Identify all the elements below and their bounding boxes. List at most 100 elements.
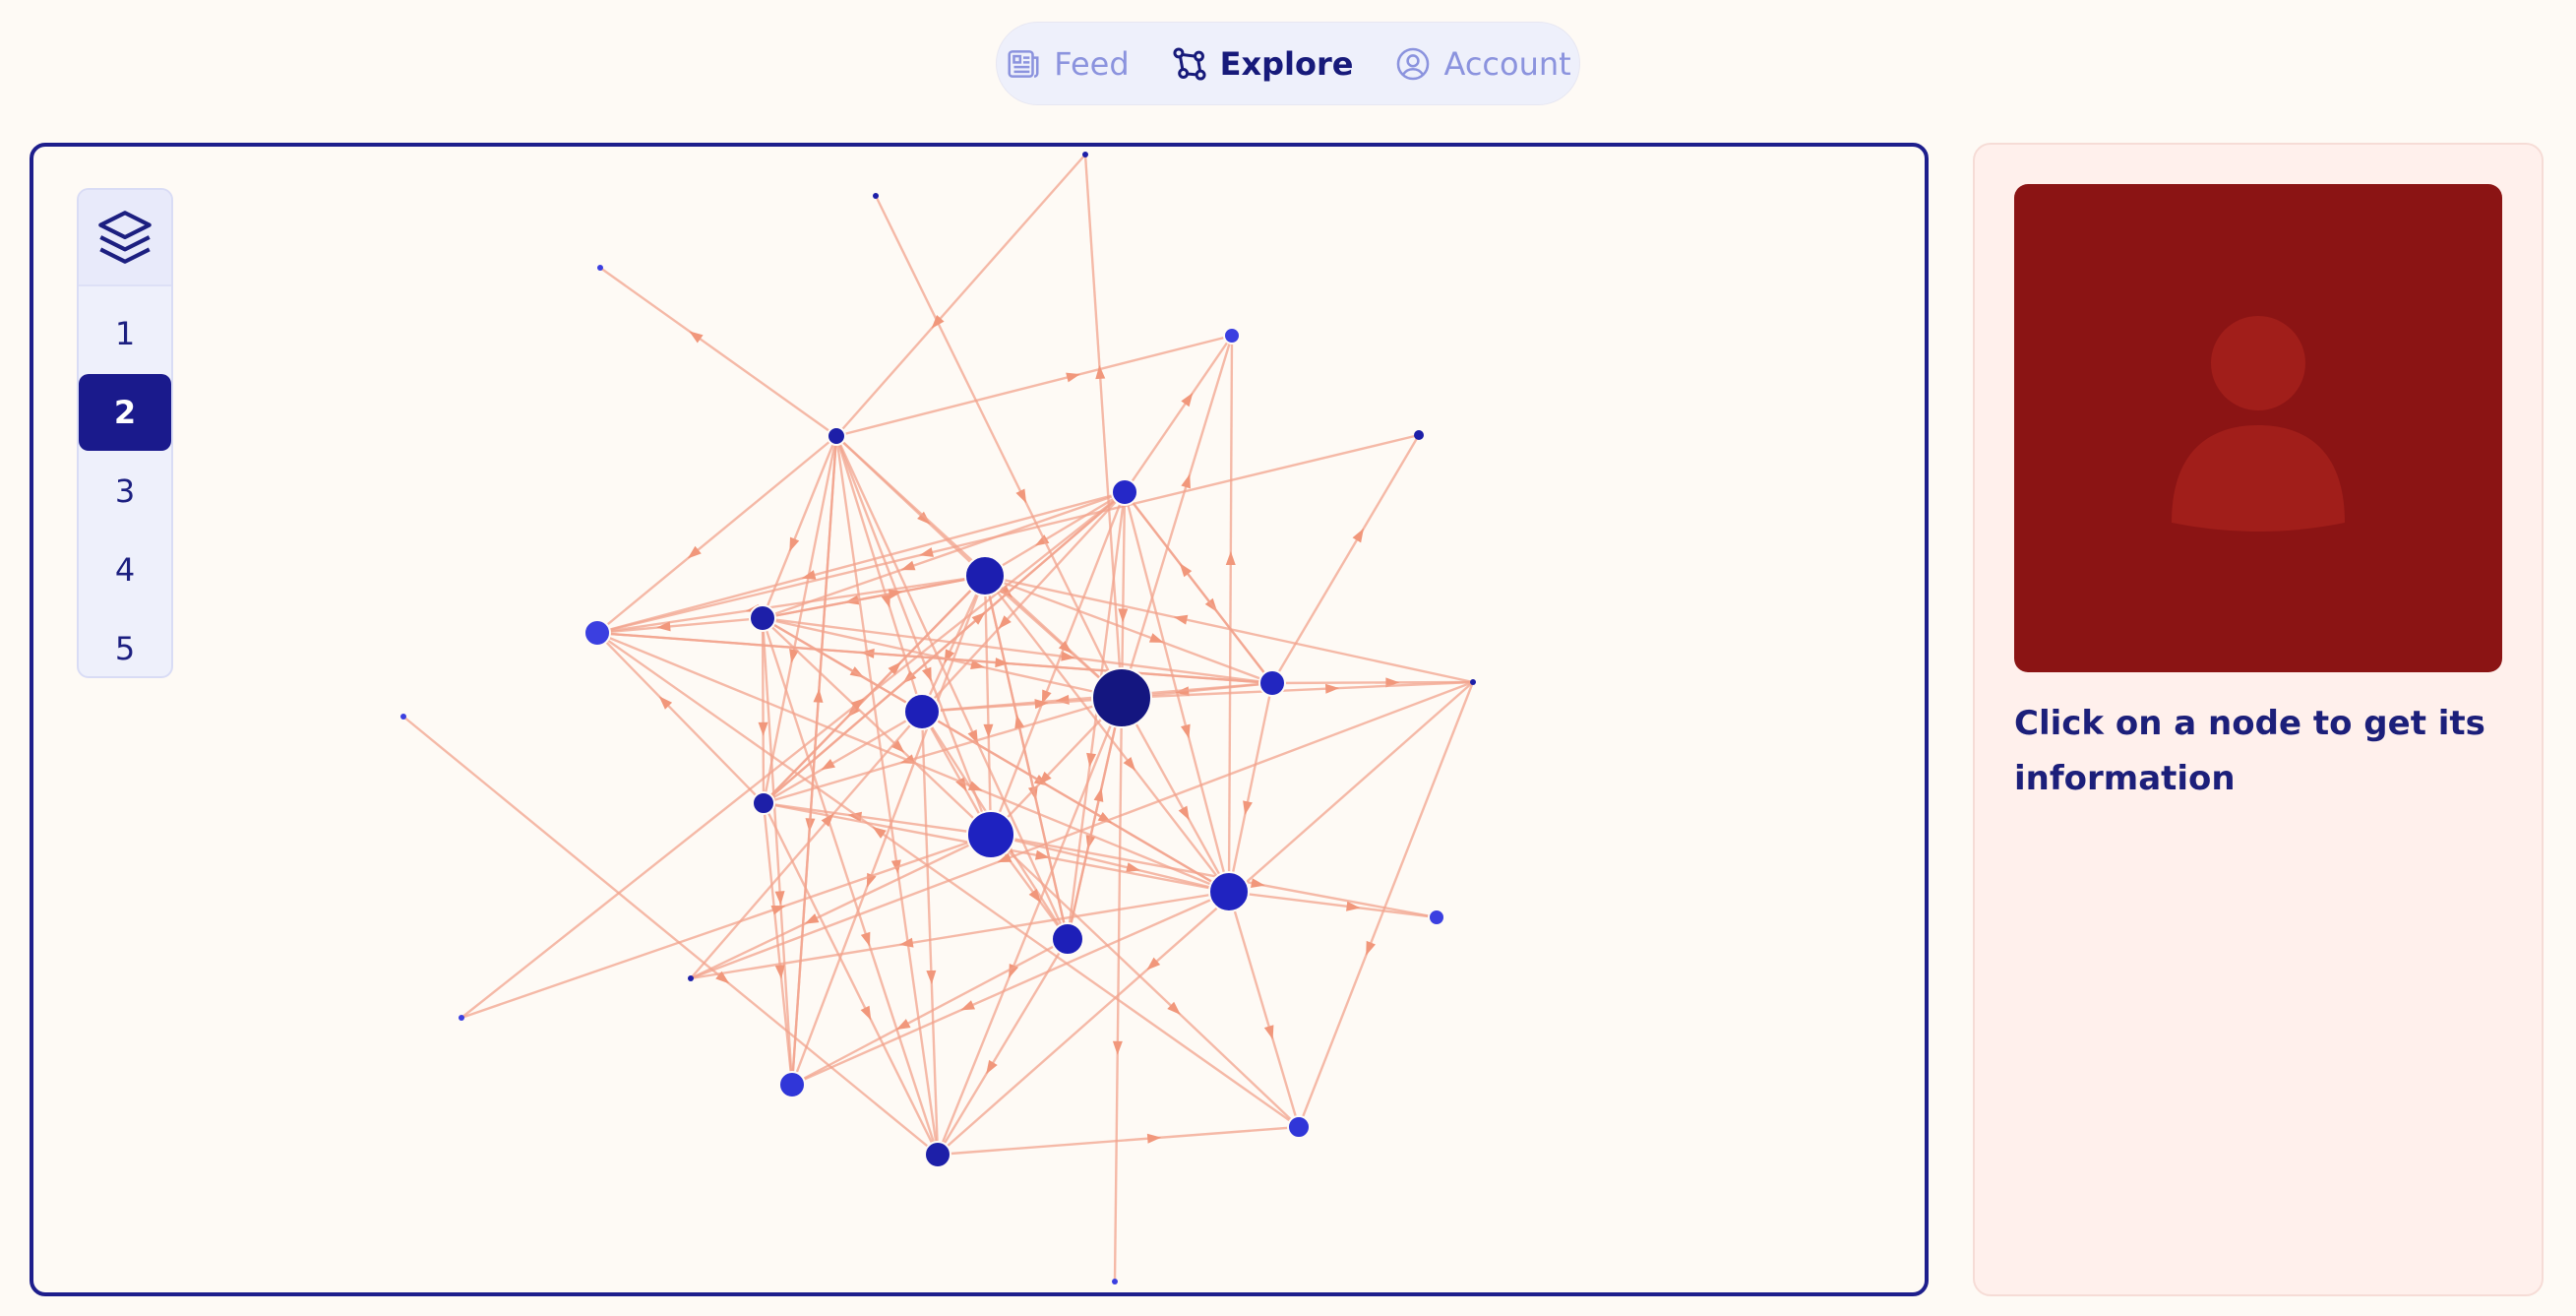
layer-button-3[interactable]: 3	[114, 472, 136, 510]
graph-edge	[790, 435, 838, 1086]
graph-edge	[690, 833, 992, 980]
edge-arrow	[758, 721, 768, 736]
edge-arrow	[1346, 901, 1361, 911]
edge-arrow	[1167, 1001, 1181, 1016]
graph-node[interactable]	[583, 619, 611, 647]
edge-arrow	[770, 905, 786, 915]
graph-edge	[990, 833, 1438, 919]
graph-node[interactable]	[597, 265, 603, 271]
edge-arrow	[1014, 714, 1025, 729]
edge-arrow	[1243, 800, 1253, 816]
graph-node[interactable]	[873, 193, 879, 199]
edge-arrow	[967, 781, 983, 791]
layer-button-4[interactable]: 4	[114, 551, 136, 589]
graph-edge	[1113, 697, 1124, 1283]
graph-edge	[761, 435, 838, 619]
graph-node[interactable]	[778, 1071, 806, 1098]
graph-edge	[1271, 680, 1474, 685]
edge-arrow	[1086, 752, 1097, 768]
graph-node[interactable]	[1111, 478, 1138, 506]
nav-explore-label: Explore	[1219, 44, 1354, 83]
edge-arrow	[917, 511, 931, 525]
graph-edge	[762, 435, 838, 804]
graph-node[interactable]	[924, 1141, 951, 1168]
graph-node[interactable]	[1428, 909, 1445, 926]
edge-arrow	[789, 536, 800, 552]
graph-node[interactable]	[966, 810, 1015, 859]
graph-edge	[984, 574, 1474, 684]
graph-node[interactable]	[1208, 871, 1250, 912]
graph-edge	[1066, 697, 1124, 940]
graph-edge	[460, 491, 1126, 1019]
graph-node[interactable]	[1287, 1115, 1311, 1139]
graph-edge	[596, 616, 764, 635]
graph-edge	[921, 710, 1230, 894]
edge-arrow	[821, 758, 835, 771]
graph-edge	[834, 435, 993, 836]
graph-node[interactable]	[1091, 667, 1152, 728]
graph-node[interactable]	[749, 604, 776, 632]
graph-node[interactable]	[688, 975, 694, 981]
graph-edge	[834, 435, 940, 1156]
edge-arrow	[1028, 888, 1041, 904]
layers-icon	[98, 211, 152, 264]
graph-node[interactable]	[1258, 669, 1286, 697]
edge-arrow	[821, 813, 834, 827]
graph-node[interactable]	[400, 714, 406, 720]
graph-node[interactable]	[1470, 679, 1476, 685]
graph-edge	[921, 491, 1126, 713]
graph-edge	[834, 435, 924, 713]
edge-arrow	[888, 589, 903, 599]
graph-node[interactable]	[752, 791, 775, 815]
node-info-panel: Click on a node to get its information	[1973, 143, 2544, 1296]
graph-edge	[1066, 491, 1127, 940]
graph-edge	[762, 802, 794, 1086]
graph-node[interactable]	[459, 1015, 464, 1021]
graph-edge	[762, 490, 1126, 620]
graph-node[interactable]	[1223, 327, 1241, 345]
graph-edge	[1124, 335, 1233, 493]
nav-feed[interactable]: Feed	[1005, 45, 1130, 83]
network-graph[interactable]	[33, 147, 1925, 1292]
edge-arrow	[804, 913, 820, 924]
graph-edge	[763, 696, 1123, 805]
graph-edge	[1228, 890, 1438, 919]
graph-node[interactable]	[964, 555, 1006, 596]
graph-edge	[936, 697, 1124, 1156]
layer-button-1[interactable]: 1	[114, 315, 136, 352]
edge-arrow	[813, 688, 824, 703]
edge-arrow	[1015, 488, 1027, 504]
graph-node[interactable]	[903, 693, 941, 730]
nav-account[interactable]: Account	[1394, 45, 1571, 83]
graph-node[interactable]	[1414, 430, 1424, 440]
graph-edge	[984, 574, 1273, 685]
layer-button-5[interactable]: 5	[114, 630, 136, 667]
edge-arrow	[998, 615, 1012, 629]
edge-arrow	[895, 1019, 911, 1031]
edge-arrow	[1225, 551, 1236, 566]
node-info-placeholder: Click on a node to get its information	[2014, 704, 2485, 798]
nav-explore[interactable]: Explore	[1171, 44, 1354, 83]
graph-edge	[835, 334, 1233, 438]
edge-arrow	[860, 1005, 872, 1021]
edge-arrow	[658, 696, 673, 710]
edge-arrow	[789, 648, 799, 663]
graph-edge	[596, 435, 837, 634]
graph-node[interactable]	[1112, 1279, 1118, 1285]
graph-edge	[763, 710, 923, 805]
edge-arrow	[1058, 641, 1073, 655]
edge-arrow	[1148, 633, 1164, 643]
user-silhouette-icon	[2172, 316, 2345, 532]
layer-button-2[interactable]: 2	[79, 374, 171, 451]
edge-arrow	[1180, 723, 1191, 739]
graph-node[interactable]	[1082, 152, 1088, 157]
graph-edge	[763, 801, 992, 837]
graph-edge	[1270, 434, 1421, 684]
edge-arrow	[971, 611, 986, 625]
avatar-placeholder	[2014, 184, 2502, 672]
edge-arrow	[1146, 957, 1161, 971]
edge-arrow	[801, 570, 817, 580]
edge-arrow	[986, 1059, 998, 1075]
graph-node[interactable]	[827, 426, 846, 446]
graph-node[interactable]	[1051, 922, 1084, 956]
